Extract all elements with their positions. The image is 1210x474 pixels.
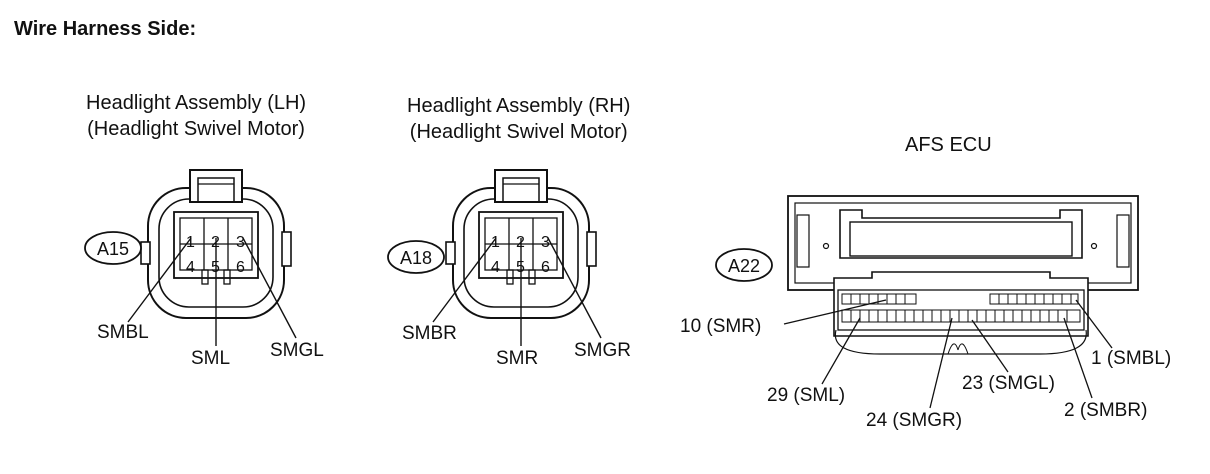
ecu-bottom-pins bbox=[841, 309, 1081, 323]
rh-header-line2: (Headlight Swivel Motor) bbox=[409, 121, 628, 143]
a18-code-badge: A18 bbox=[387, 240, 445, 274]
label-sml: SML bbox=[191, 348, 231, 369]
ecu-header: AFS ECU bbox=[905, 134, 992, 156]
label-smgl: SMGL bbox=[270, 340, 324, 361]
a18-pin-1: 1 bbox=[491, 234, 500, 251]
a15-pin-1: 1 bbox=[186, 234, 195, 251]
a15-pin-3: 3 bbox=[236, 234, 245, 251]
label-smgr: SMGR bbox=[574, 340, 631, 361]
lh-header-line1: Headlight Assembly (LH) bbox=[86, 92, 307, 114]
ecu-top-pins-right bbox=[989, 293, 1079, 305]
afs-ecu-connector bbox=[787, 195, 1139, 355]
ecu-leader-lines bbox=[783, 299, 1113, 409]
a15-code: A15 bbox=[97, 239, 129, 259]
a18-code: A18 bbox=[400, 248, 432, 268]
a15-pin-6: 6 bbox=[236, 259, 245, 276]
a18-leader-lines bbox=[432, 237, 602, 346]
a15-leader-lines bbox=[127, 237, 297, 346]
rh-header-line1: Headlight Assembly (RH) bbox=[407, 95, 631, 117]
a22-code-badge: A22 bbox=[715, 248, 773, 282]
lh-header-line2: (Headlight Swivel Motor) bbox=[87, 118, 305, 140]
a15-pin-4: 4 bbox=[186, 259, 195, 276]
a18-pin-6: 6 bbox=[541, 259, 550, 276]
label-smbr: SMBR bbox=[402, 323, 457, 344]
ecu-label-1-smbl: 1 (SMBL) bbox=[1091, 348, 1172, 369]
page-title: Wire Harness Side: bbox=[14, 18, 197, 40]
ecu-label-29-sml: 29 (SML) bbox=[767, 385, 846, 406]
ecu-label-24-smgr: 24 (SMGR) bbox=[866, 410, 963, 431]
rh-connector-header: Headlight Assembly (RH) (Headlight Swive… bbox=[407, 93, 630, 145]
a18-pin-3: 3 bbox=[541, 234, 550, 251]
ecu-label-23-smgl: 23 (SMGL) bbox=[962, 373, 1055, 394]
label-smbl: SMBL bbox=[97, 322, 149, 343]
ecu-label-2-smbr: 2 (SMBR) bbox=[1064, 400, 1148, 421]
a18-pin-4: 4 bbox=[491, 259, 500, 276]
a22-code: A22 bbox=[728, 256, 760, 276]
lh-connector-header: Headlight Assembly (LH) (Headlight Swive… bbox=[86, 90, 306, 142]
a15-code-badge: A15 bbox=[84, 231, 142, 265]
ecu-label-10-smr: 10 (SMR) bbox=[680, 316, 762, 337]
label-smr: SMR bbox=[496, 348, 539, 369]
